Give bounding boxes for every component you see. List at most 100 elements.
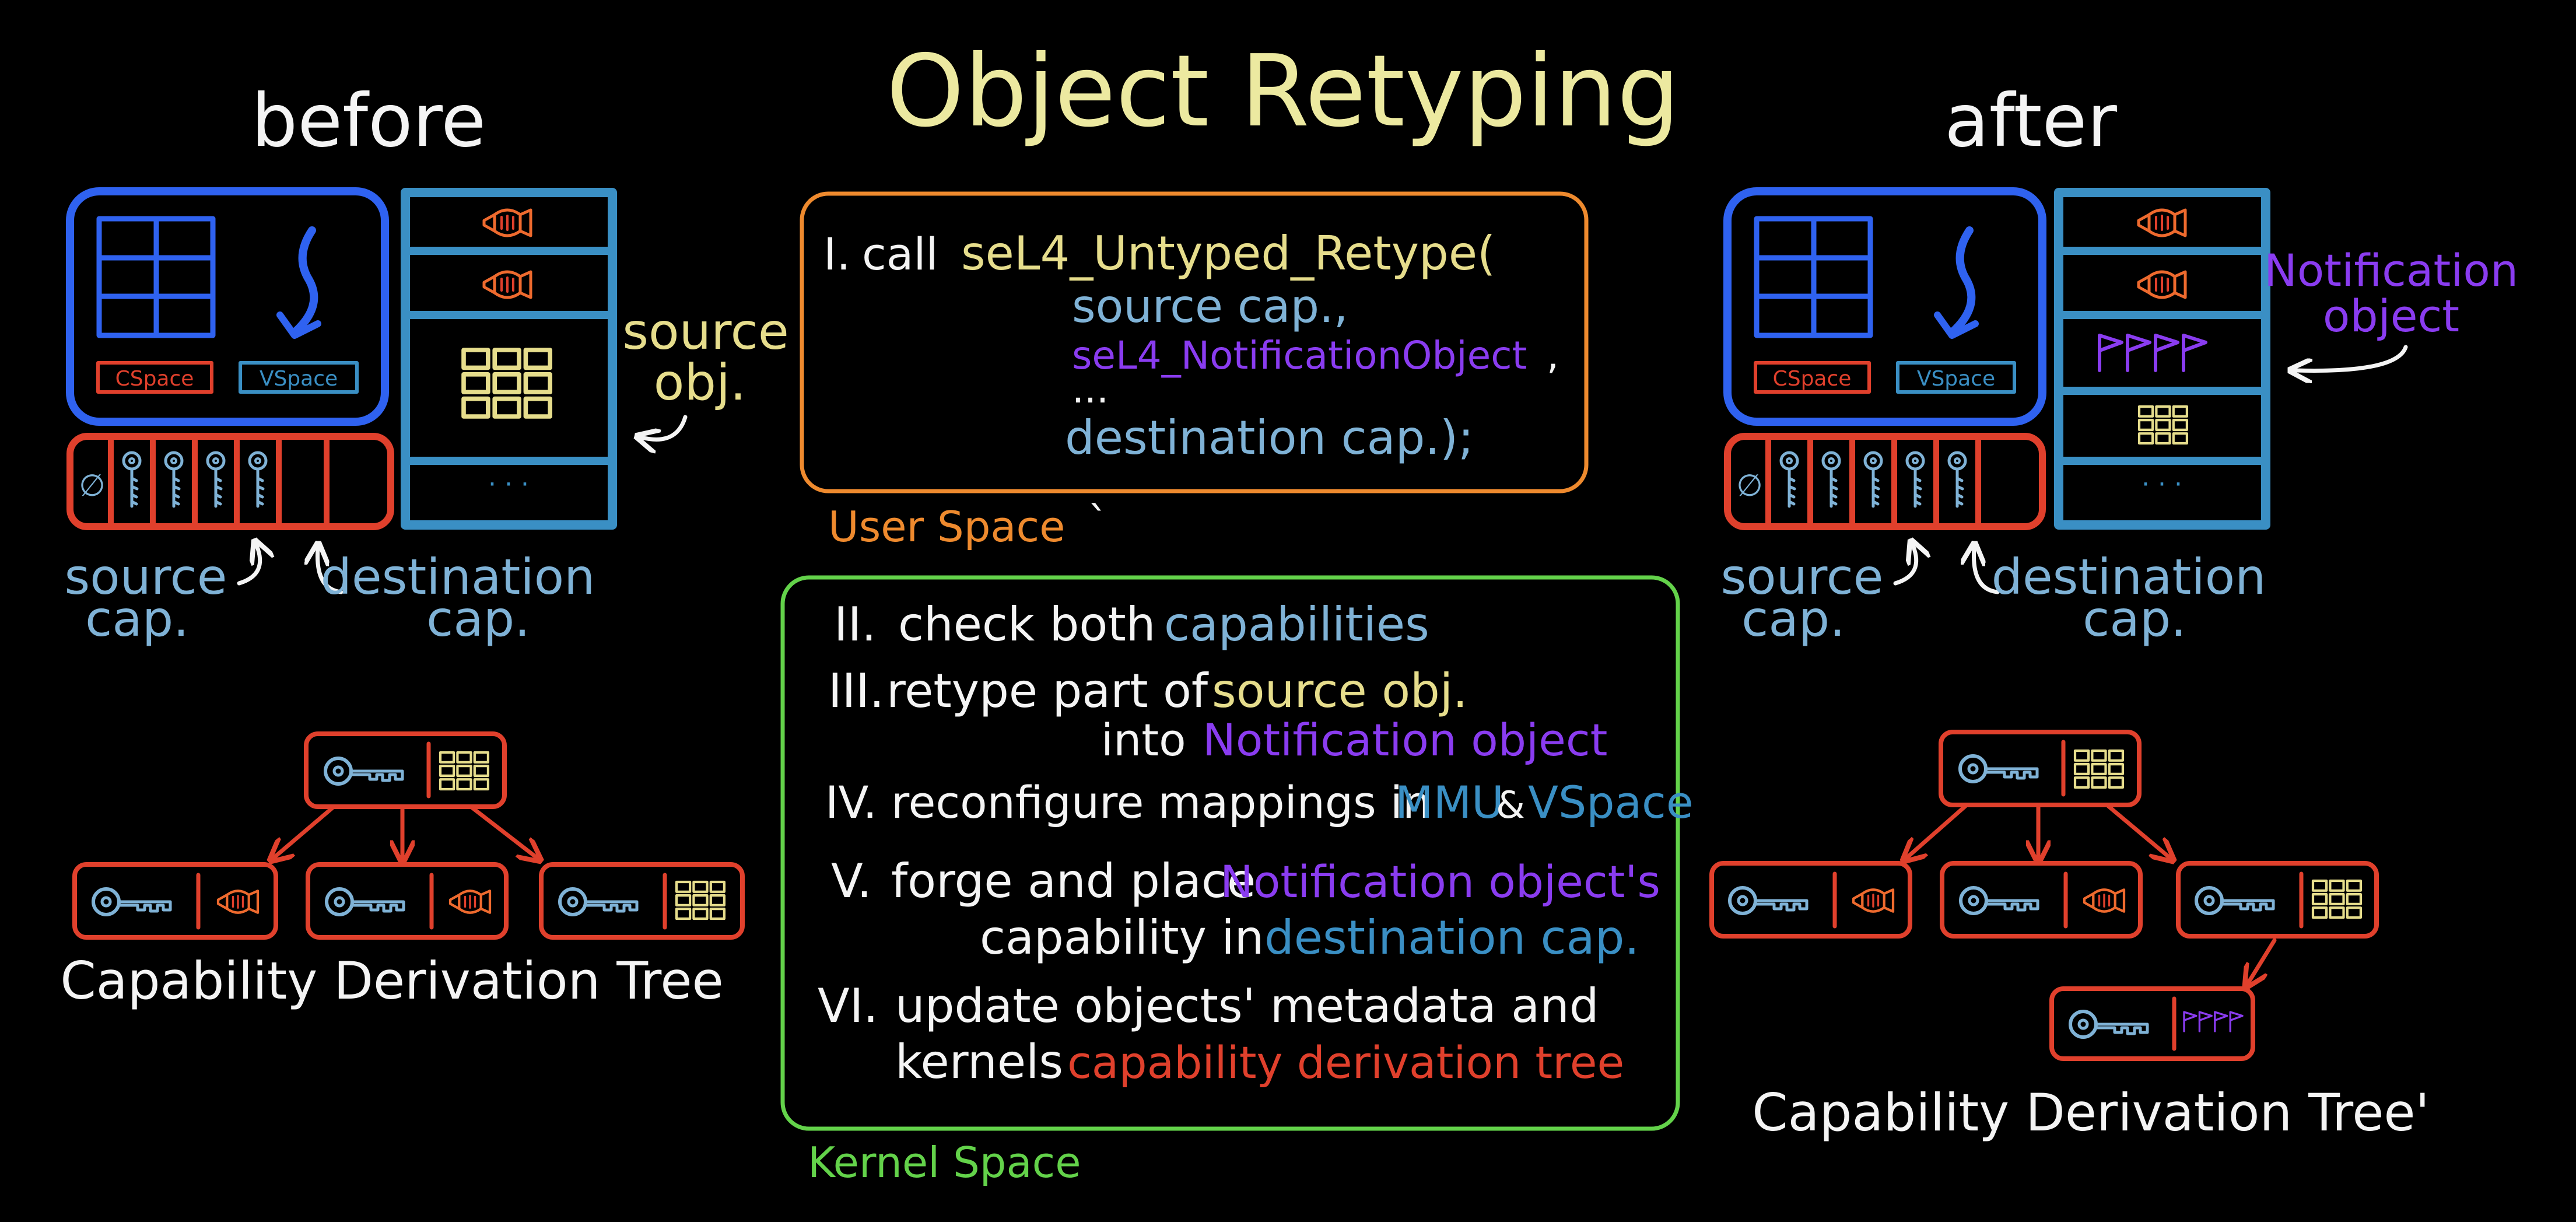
before-source-obj-line2: obj.: [654, 353, 746, 412]
before-thread-object-2-icon: [484, 272, 531, 297]
kernel-step-5: V. forge and place Notification object's…: [831, 854, 1660, 965]
before-vspace-label: VSpace: [260, 367, 338, 391]
step-4-text: reconfigure mappings in: [891, 776, 1431, 828]
after-notification-object-line1: Notification: [2264, 244, 2518, 296]
after-panel: after CSpace VSpace · · · ∅: [1709, 79, 2518, 1143]
before-tcb-box: [66, 187, 389, 426]
after-null-slot: ∅: [1736, 468, 1762, 503]
step-2-number: II.: [834, 597, 877, 652]
step-3-number: III.: [828, 664, 884, 718]
before-memory-column: · · ·: [401, 188, 617, 530]
kernel-space-label: Kernel Space: [808, 1138, 1081, 1187]
kernel-step-2: II. check both capabilities: [834, 597, 1429, 652]
after-vspace-badge: [1896, 361, 2016, 394]
user-arg-destination-cap: destination cap.);: [1065, 411, 1474, 465]
after-thread-arrow-icon: [1948, 226, 1976, 337]
after-vspace-label: VSpace: [1917, 367, 1995, 391]
before-memory-ellipsis: · · ·: [488, 470, 529, 499]
after-cdt-grandchild-flags-icon: [2183, 1011, 2244, 1032]
before-cdt-child-3-key-icon: [560, 889, 637, 915]
before-vspace-badge: [239, 361, 359, 394]
after-cdt-label: Capability Derivation Tree': [1752, 1083, 2430, 1143]
after-cdt-grandchild-key-icon: [2070, 1011, 2147, 1037]
before-slot-key-4-icon: [250, 453, 266, 506]
after-untyped-frames-icon: [2139, 407, 2187, 443]
before-untyped-frames-icon: [464, 350, 550, 416]
step-5-text: forge and place: [891, 854, 1256, 908]
user-function-name: seL4_Untyped_Retype(: [961, 226, 1495, 281]
before-cspace-badge: [96, 361, 213, 394]
step-5-line2-text: capability in: [980, 911, 1264, 965]
step-5-highlight: Notification object's: [1220, 856, 1660, 908]
after-source-cap-line1: source: [1721, 548, 1884, 605]
after-thread-object-1-icon: [2139, 210, 2185, 236]
step-4-highlight-mmu: MMU: [1395, 776, 1504, 828]
user-step-number: I.: [823, 228, 851, 280]
after-destination-cap-line1: destination: [1992, 548, 2266, 605]
before-cspace-label: CSpace: [115, 367, 194, 391]
step-4-ampersand: &: [1496, 784, 1525, 827]
user-arg-notification-object: seL4_NotificationObject: [1072, 333, 1527, 378]
after-source-cap-arrow: [1893, 545, 1916, 586]
after-cspace-label: CSpace: [1773, 367, 1852, 391]
user-arg-source-cap: source cap.,: [1072, 281, 1348, 333]
after-cdt-child-3-key-icon: [2196, 888, 2273, 913]
after-destination-cap-arrow: [1974, 548, 2000, 594]
step-2-highlight: capabilities: [1164, 597, 1429, 652]
before-slot-key-2-icon: [166, 453, 182, 506]
after-cdt-child-2-node: [1940, 861, 2143, 939]
before-cdt-child-2-node: [306, 862, 509, 940]
after-slot-key-1-icon: [1781, 453, 1797, 506]
after-heading: after: [1944, 79, 2117, 163]
after-cdt-root-key-icon: [1960, 756, 2037, 782]
after-notification-flags-icon: [2100, 335, 2206, 370]
kernel-step-4: IV. reconfigure mappings in MMU & VSpace: [825, 776, 1694, 828]
before-destination-cap-arrow: [318, 548, 344, 594]
user-space-label: User Space: [828, 502, 1065, 551]
before-cdt-child-1-node: [72, 862, 278, 940]
after-cspace-badge: [1754, 361, 1871, 394]
before-source-cap-line1: source: [65, 548, 227, 605]
after-cdt: [1709, 730, 2379, 1061]
step-3-highlight: source obj.: [1212, 664, 1467, 718]
step-3-line2-text: into: [1101, 714, 1186, 766]
step-6-line2-highlight: capability derivation tree: [1067, 1037, 1624, 1088]
before-source-obj-line1: source: [622, 303, 789, 361]
before-slot-key-1-icon: [124, 453, 140, 506]
before-cspace-table-icon: [96, 216, 216, 338]
after-destination-cap-line2: cap.: [2083, 590, 2186, 647]
before-thread-arrow-icon: [290, 226, 318, 337]
step-4-number: IV.: [825, 776, 877, 828]
after-tcb-box: [1723, 187, 2046, 426]
page-title: Object Retyping: [886, 34, 1680, 149]
after-cdt-root-node: [1939, 730, 2142, 807]
user-space-box: I. call seL4_Untyped_Retype( source cap.…: [800, 191, 1589, 493]
step-2-text: check both: [898, 597, 1155, 652]
after-slot-key-2-icon: [1823, 453, 1839, 506]
step-4-highlight-vspace: VSpace: [1528, 776, 1694, 828]
after-slot-key-3-icon: [1865, 453, 1881, 506]
after-notification-object-line2: object: [2323, 290, 2459, 342]
before-source-obj-arrow: [642, 415, 688, 439]
before-source-cap-line2: cap.: [85, 590, 189, 647]
before-null-slot: ∅: [79, 468, 105, 503]
before-slot-key-3-icon: [208, 453, 224, 506]
before-thread-object-1-icon: [484, 210, 531, 236]
after-source-cap-line2: cap.: [1741, 590, 1845, 647]
after-notification-object-arrow: [2295, 345, 2408, 371]
before-cspace-slots: ∅: [66, 433, 394, 530]
step-5-number: V.: [831, 854, 872, 908]
step-6-line2-text: kernels: [895, 1035, 1063, 1089]
after-thread-object-2-icon: [2139, 272, 2185, 297]
after-memory-column: · · ·: [2054, 188, 2270, 530]
step-5-line2-highlight: destination cap.: [1264, 911, 1639, 965]
step-6-text: update objects' metadata and: [895, 979, 1599, 1033]
before-cdt-label: Capability Derivation Tree: [60, 951, 723, 1011]
after-cspace-table-icon: [1754, 216, 1873, 338]
step-3-text: retype part of: [886, 664, 1209, 718]
step-6-number: VI.: [818, 979, 878, 1033]
after-cdt-child-1-node: [1709, 861, 1912, 939]
before-source-cap-arrow: [237, 545, 260, 586]
user-call-word: call: [862, 228, 938, 280]
